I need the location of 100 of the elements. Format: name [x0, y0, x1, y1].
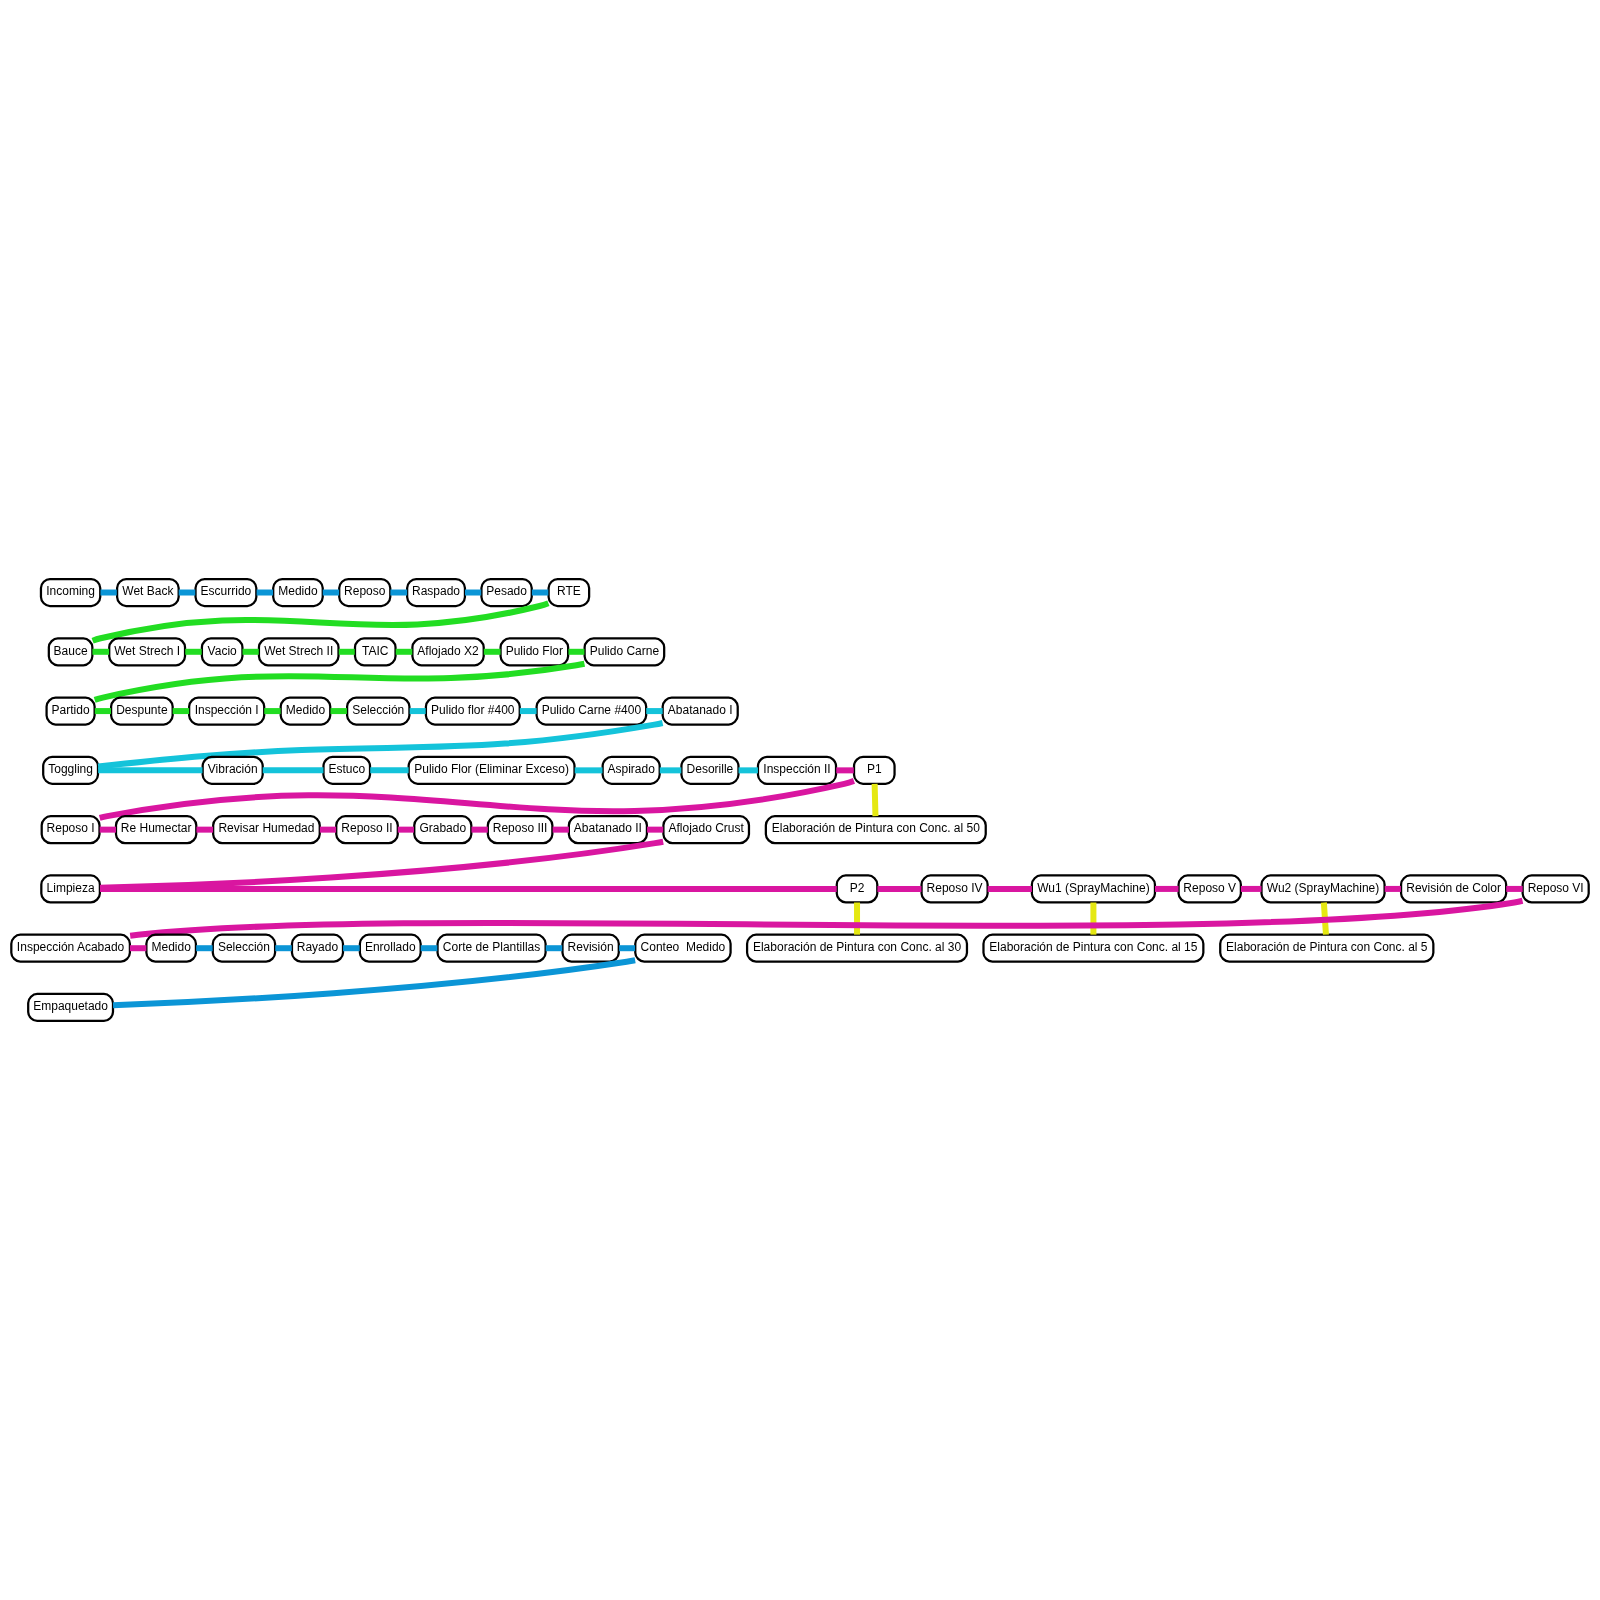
connector — [1384, 885, 1401, 892]
connector — [647, 826, 664, 833]
connector — [738, 767, 758, 774]
node-box: Estuco — [322, 755, 372, 785]
node-box: Rayado — [290, 933, 345, 963]
node-box: Enrollado — [358, 933, 422, 963]
node-box: Wu1 (SprayMachine) — [1030, 874, 1157, 904]
node-box: Reposo III — [486, 815, 554, 845]
node-box: P1 — [852, 755, 896, 785]
node-box: Vibración — [201, 755, 264, 785]
connector — [178, 589, 196, 596]
connector — [330, 708, 347, 715]
connector — [264, 708, 281, 715]
connector — [129, 945, 147, 952]
connector — [99, 885, 837, 892]
connector — [483, 648, 501, 655]
connector — [545, 945, 563, 952]
node-box: Reposo — [338, 577, 392, 608]
node-box: RTE — [547, 577, 591, 608]
node-box: Raspado — [406, 577, 467, 608]
node-box: Medido — [272, 577, 324, 608]
node-box: TAIC — [353, 637, 397, 667]
node-box: Pesado — [480, 577, 533, 608]
node-box: Inspección II — [756, 755, 838, 785]
connector — [262, 767, 324, 774]
connector — [338, 648, 355, 655]
node-box: Inspección I — [188, 696, 266, 726]
node-box: Reposo VI — [1521, 874, 1590, 904]
connector — [552, 826, 569, 833]
connector — [185, 648, 202, 655]
node-box: Partido — [45, 696, 96, 726]
node-box: P2 — [835, 874, 879, 904]
connector — [99, 778, 855, 821]
node-box: Limpieza — [40, 874, 101, 904]
node-box: Pulido Carne — [583, 637, 666, 667]
connector — [877, 885, 922, 892]
node-box: Vacio — [200, 637, 244, 667]
node-box: Grabado — [413, 815, 473, 845]
connector — [97, 720, 664, 770]
connector — [519, 708, 537, 715]
node-box: Despunte — [110, 696, 174, 726]
node-box: Abatanado I — [661, 696, 739, 726]
connector — [646, 708, 663, 715]
node-box: Inspección Acabado — [10, 933, 131, 963]
node-box: Pulido Flor — [499, 637, 570, 667]
connector — [370, 767, 409, 774]
connector — [574, 767, 603, 774]
connector — [196, 945, 213, 952]
node-box: Revisión de Color — [1399, 874, 1508, 904]
node-box: Desorille — [680, 755, 740, 785]
connector — [100, 589, 117, 596]
connector — [93, 660, 585, 703]
connector — [390, 589, 408, 596]
node-box: Toggling — [42, 755, 100, 785]
node-box: Reposo V — [1177, 874, 1242, 904]
node-box: Re Humectar — [114, 815, 198, 845]
connector — [568, 648, 585, 655]
node-box: Corte de Plantillas — [436, 933, 547, 963]
node-box: Aflojado Crust — [662, 815, 751, 845]
connector — [92, 648, 110, 655]
connector — [94, 708, 111, 715]
node-box: Elaboración de Pintura con Conc. al 30 — [745, 933, 969, 963]
connector — [1506, 885, 1523, 892]
node-box: Bauce — [47, 637, 94, 667]
connector — [91, 600, 550, 644]
node-box: Aspirado — [601, 755, 661, 785]
connector — [256, 589, 274, 596]
connector — [1090, 902, 1097, 935]
node-box: Elaboración de Pintura con Conc. al 50 — [764, 815, 987, 845]
connector — [471, 826, 488, 833]
node-box: Escurrido — [194, 577, 258, 608]
connector — [836, 767, 854, 774]
node-box: Empaquetado — [27, 992, 115, 1023]
node-box: Pulido Carne #400 — [535, 696, 648, 726]
connector — [871, 783, 879, 817]
connector — [420, 945, 438, 952]
node-box: Reposo IV — [920, 874, 989, 904]
connector — [98, 767, 203, 774]
connector — [275, 945, 292, 952]
node-box: Aflojado X2 — [411, 637, 485, 667]
connector — [319, 826, 337, 833]
connector — [99, 826, 116, 833]
node-box: Reposo II — [335, 815, 399, 845]
node-box: Selección — [346, 696, 411, 726]
node-box: Revisión — [561, 933, 620, 963]
node-box: Revisar Humedad — [212, 815, 321, 845]
node-box: Wet Strech II — [257, 637, 340, 667]
connector — [322, 589, 340, 596]
node-box: Incoming — [39, 577, 102, 608]
node-box: Wu2 (SprayMachine) — [1260, 874, 1386, 904]
node-box: Medido — [145, 933, 198, 963]
connector — [854, 902, 861, 935]
connector — [196, 826, 214, 833]
connector — [1320, 902, 1329, 935]
connector — [397, 826, 414, 833]
connector — [172, 708, 190, 715]
node-box: Wet Strech I — [108, 637, 187, 667]
connector — [1240, 885, 1262, 892]
node-box: Abatanado II — [567, 815, 649, 845]
connector — [343, 945, 360, 952]
